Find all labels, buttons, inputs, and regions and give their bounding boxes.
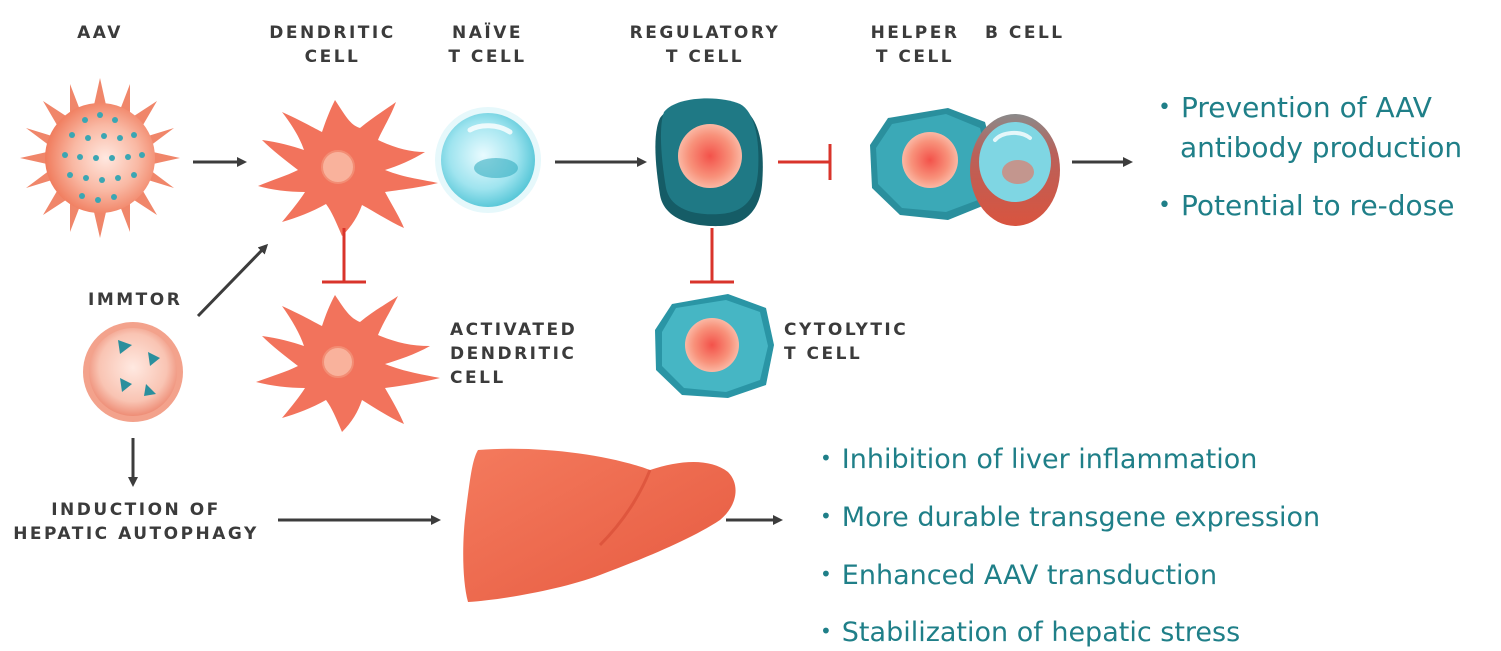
label-line: NAÏVE	[452, 23, 523, 43]
bullet: •	[820, 562, 832, 586]
cytolytic-t-cell-label: CYTOLYTIC T CELL	[784, 318, 908, 366]
outcome-line: • Prevention of AAV	[1158, 88, 1462, 128]
label-line: T CELL	[875, 47, 955, 67]
label-line: HELPER	[870, 23, 960, 43]
label-line: DENDRITIC	[269, 23, 396, 43]
inhibit-dendritic-activation	[322, 228, 366, 284]
arrow-immtor-to-dendritic	[196, 243, 269, 318]
label-line: CELL	[450, 368, 506, 388]
outcome-liver-inflammation: • Inhibition of liver inflammation	[820, 440, 1257, 478]
bullet: •	[820, 619, 832, 643]
outcome-text: Prevention of AAV	[1180, 91, 1432, 124]
helper-t-cell-icon	[870, 108, 995, 220]
inhibit-regulatory-to-helper	[778, 144, 832, 180]
outcome-re-dose: • Potential to re-dose	[1158, 186, 1455, 226]
aav-particle-icon	[20, 78, 180, 238]
outcome-text: Potential to re-dose	[1180, 189, 1455, 222]
immtor-label: IMMTOR	[88, 290, 183, 310]
outcome-text: antibody production	[1180, 131, 1463, 164]
outcome-text: Stabilization of hepatic stress	[841, 617, 1241, 648]
label-line: T CELL	[448, 47, 527, 67]
dendritic-cell-icon	[258, 100, 438, 236]
bullet: •	[820, 504, 832, 528]
label-line: CYTOLYTIC	[784, 320, 909, 340]
bullet: •	[1158, 95, 1171, 120]
label-line: INDUCTION OF	[51, 500, 221, 520]
label-line: ACTIVATED	[450, 320, 578, 340]
liver-icon	[463, 448, 736, 602]
inhibit-cytolytic-activation	[690, 228, 734, 284]
b-cell-icon	[970, 114, 1060, 226]
cytolytic-t-cell-icon	[655, 294, 774, 398]
outcome-enhanced-transduction: • Enhanced AAV transduction	[820, 556, 1217, 594]
b-cell-label: B CELL	[985, 23, 1065, 43]
label-line: CELL	[304, 47, 361, 67]
outcome-text: Enhanced AAV transduction	[841, 560, 1218, 591]
label-line: T CELL	[665, 47, 745, 67]
immtor-particle-icon	[83, 322, 183, 422]
activated-dendritic-cell-icon	[256, 295, 440, 432]
dendritic-cell-label: DENDRITIC CELL	[250, 21, 415, 69]
label-line: DENDRITIC	[450, 344, 577, 364]
label-line: REGULATORY	[629, 23, 781, 43]
outcome-line: antibody production	[1158, 128, 1462, 168]
outcome-text: More durable transgene expression	[841, 502, 1321, 533]
outcome-text: Inhibition of liver inflammation	[841, 444, 1258, 475]
naive-t-cell-label: NAÏVE T CELL	[430, 21, 545, 69]
regulatory-t-cell-icon	[655, 98, 763, 227]
helper-t-cell-label: HELPER T CELL	[860, 21, 970, 69]
label-line: HEPATIC AUTOPHAGY	[13, 524, 259, 544]
hepatic-autophagy-label: INDUCTION OF HEPATIC AUTOPHAGY	[5, 498, 267, 546]
label-line: T CELL	[784, 344, 863, 364]
outcome-prevention-antibody: • Prevention of AAV antibody production	[1158, 88, 1462, 168]
outcome-hepatic-stress: • Stabilization of hepatic stress	[820, 613, 1240, 651]
aav-label: AAV	[77, 23, 123, 43]
bullet: •	[820, 446, 832, 470]
naive-t-cell-icon	[435, 107, 541, 213]
outcome-durable-expression: • More durable transgene expression	[820, 498, 1320, 536]
activated-dendritic-cell-label: ACTIVATED DENDRITIC CELL	[450, 318, 577, 390]
bullet: •	[1158, 193, 1171, 218]
regulatory-t-cell-label: REGULATORY T CELL	[615, 21, 795, 69]
